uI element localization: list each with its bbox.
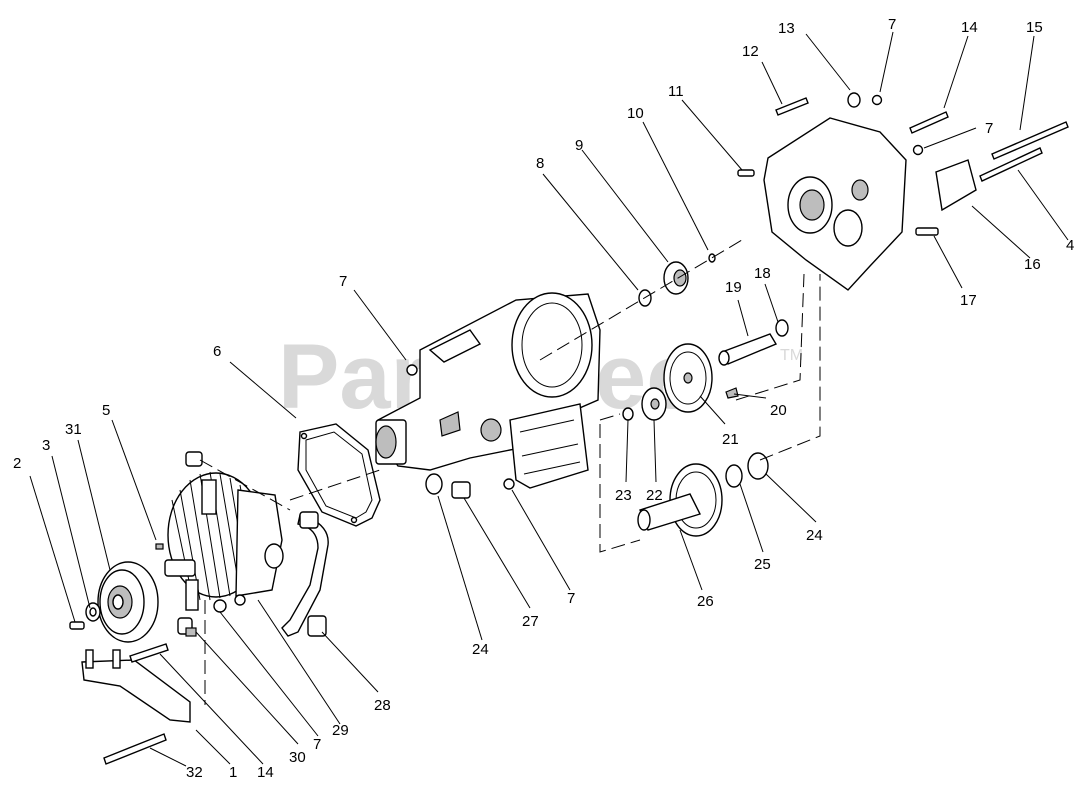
bracket-16 [935,159,977,212]
nut-7-cover-right [912,144,924,156]
callout-7d: 7 [567,590,575,607]
washer-3 [85,602,101,622]
callout-16: 16 [1024,256,1041,273]
callout-22: 22 [646,487,663,504]
bolt-14 [909,111,949,134]
callout-9: 9 [575,137,583,154]
plug-27 [451,481,471,499]
callout-29: 29 [332,722,349,739]
callout-28: 28 [374,697,391,714]
callout-20: 20 [770,402,787,419]
callout-7b: 7 [888,16,896,33]
hydraulic-tube-29 [281,511,329,637]
bolt-12 [775,97,809,116]
bearing-18 [775,319,789,337]
callout-4: 4 [1066,237,1074,254]
transmission-housing [375,292,601,489]
callout-10: 10 [627,105,644,122]
callout-14b: 14 [257,764,274,781]
assembly-center-lines [199,239,821,705]
bolt-32 [103,733,167,765]
mounting-bracket-1 [81,649,191,723]
callout-5: 5 [102,402,110,419]
callout-31: 31 [65,421,82,438]
key-20 [725,387,739,399]
callout-7a: 7 [339,273,347,290]
callout-12: 12 [742,43,759,60]
callout-21: 21 [722,431,739,448]
callout-30: 30 [289,749,306,766]
nut-7-cover-top [871,94,883,106]
callout-13: 13 [778,20,795,37]
callout-26: 26 [697,593,714,610]
bushing-24-left [425,473,443,495]
callout-24-left: 24 [472,641,489,658]
bolt-11 [737,169,755,177]
callout-23: 23 [615,487,632,504]
bolt-17 [915,227,939,236]
gear-9 [663,261,689,295]
fitting-top [185,451,203,467]
nut-7-top [406,364,418,376]
callout-7c: 7 [985,120,993,137]
callout-25: 25 [754,556,771,573]
callout-7e: 7 [313,736,321,753]
callout-18: 18 [754,265,771,282]
gear-22 [641,387,667,421]
bolts-15-4 [979,121,1069,182]
watermark-trademark: TM [780,347,803,364]
bolt-14-lower [129,643,169,663]
shaft-19 [718,333,778,366]
callout-32: 32 [186,764,203,781]
leader-lines [29,31,1069,767]
gasket-6 [297,423,381,527]
pump-body-assembly [164,471,284,613]
ring-25 [725,464,743,488]
callout-14a: 14 [961,19,978,36]
key-5 [155,543,164,550]
callout-27: 27 [522,613,539,630]
ring-10 [708,253,716,263]
callout-24-right: 24 [806,527,823,544]
clip-13 [847,92,861,108]
gear-21 [663,343,713,413]
gear-shaft-26 [637,463,723,537]
callout-6: 6 [213,343,221,360]
callout-17: 17 [960,292,977,309]
bushing-23 [622,407,634,421]
cover-plate [763,117,907,291]
callout-1: 1 [229,764,237,781]
nut-7-lower [503,478,515,490]
callout-2: 2 [13,455,21,472]
callout-11: 11 [668,83,684,100]
callout-3: 3 [42,437,50,454]
fitting-28 [307,615,327,637]
pulley-31 [97,561,159,643]
callout-15: 15 [1026,19,1043,36]
bolt-2 [69,621,85,630]
callout-8: 8 [536,155,544,172]
callout-19: 19 [725,279,742,296]
bushing-24-right [747,452,769,480]
elbow-fitting-30 [177,617,197,637]
